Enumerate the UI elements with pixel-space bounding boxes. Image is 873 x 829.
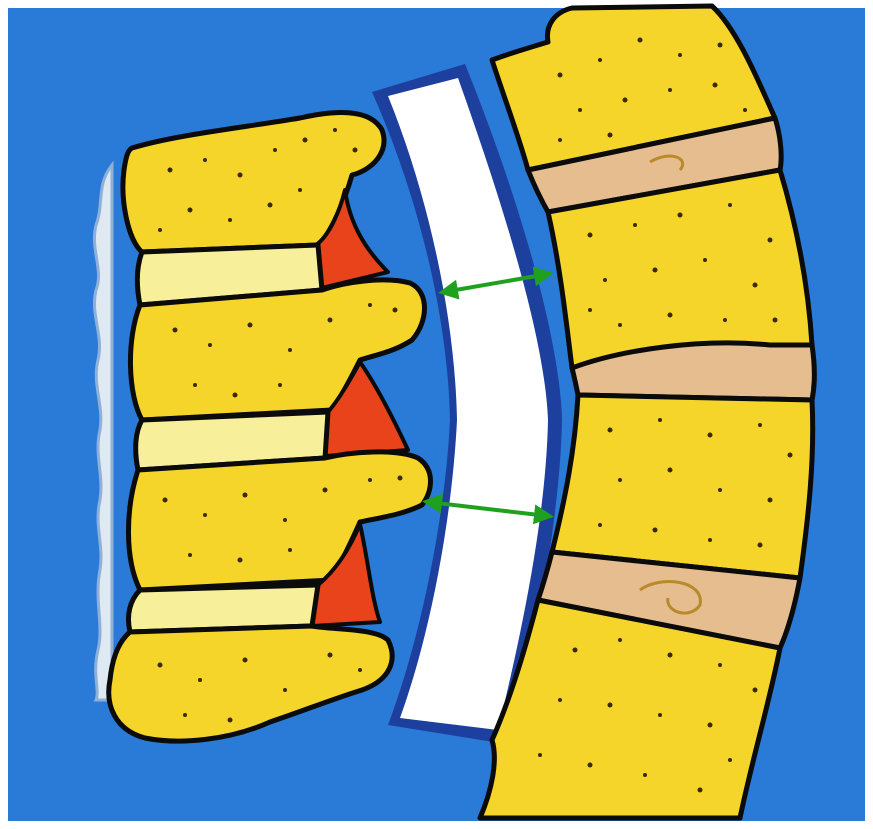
vertebral-body-3 — [552, 395, 813, 578]
